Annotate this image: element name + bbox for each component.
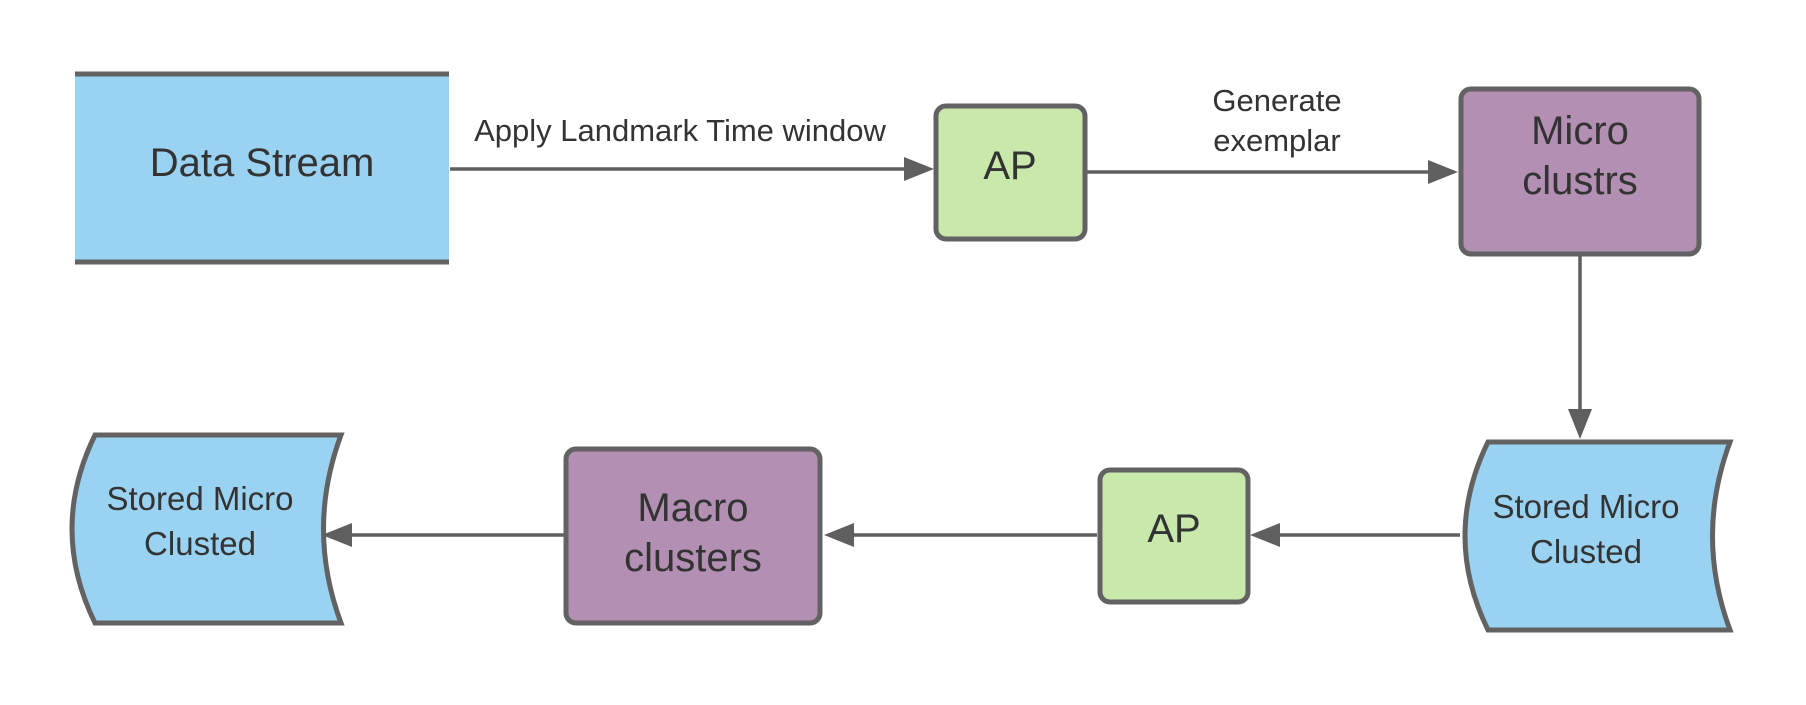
data-stream-label: Data Stream bbox=[150, 141, 375, 185]
ap-top-label: AP bbox=[983, 144, 1036, 188]
arrowhead bbox=[1428, 160, 1458, 184]
arrowhead bbox=[322, 523, 352, 547]
arrowhead bbox=[1568, 409, 1592, 439]
stored-left-label-1: Stored Micro bbox=[106, 480, 293, 517]
micro-clusters-node[interactable]: Micro clustrs bbox=[1458, 86, 1702, 257]
edge-stored-to-ap bbox=[1250, 523, 1460, 547]
edge-ap-to-micro: Generate exemplar bbox=[1087, 83, 1458, 184]
micro-clusters-label-1: Micro bbox=[1531, 109, 1629, 153]
stored-right-shape bbox=[1462, 439, 1734, 633]
macro-clusters-label-1: Macro bbox=[637, 486, 748, 530]
stored-left-label-2: Clusted bbox=[144, 525, 256, 562]
edge-label-exemplar: exemplar bbox=[1213, 123, 1341, 158]
ap-top-node[interactable]: AP bbox=[933, 103, 1088, 242]
data-stream-node[interactable]: Data Stream bbox=[75, 71, 449, 265]
arrowhead bbox=[904, 157, 934, 181]
edge-stream-to-ap: Apply Landmark Time window bbox=[450, 113, 934, 181]
macro-clusters-node[interactable]: Macro clusters bbox=[563, 446, 823, 626]
micro-clusters-box bbox=[1458, 86, 1702, 257]
edge-label-generate: Generate bbox=[1212, 83, 1341, 118]
macro-clusters-box bbox=[563, 446, 823, 626]
edge-micro-to-stored bbox=[1568, 256, 1592, 439]
edge-label-landmark: Apply Landmark Time window bbox=[474, 113, 886, 148]
stored-right-label-2: Clusted bbox=[1530, 533, 1642, 570]
micro-clusters-label-2: clustrs bbox=[1522, 159, 1638, 203]
stored-right-label-1: Stored Micro bbox=[1492, 488, 1679, 525]
edge-ap-to-macro bbox=[824, 523, 1097, 547]
ap-bottom-node[interactable]: AP bbox=[1097, 467, 1251, 605]
data-stream-fill bbox=[75, 75, 449, 261]
ap-top-box bbox=[933, 103, 1088, 242]
stored-left-shape bbox=[69, 432, 345, 626]
stored-micro-left-node[interactable]: Stored Micro Clusted bbox=[69, 432, 345, 626]
ap-bottom-box bbox=[1097, 467, 1251, 605]
macro-clusters-label-2: clusters bbox=[624, 536, 762, 580]
arrowhead bbox=[824, 523, 854, 547]
arrowhead bbox=[1250, 523, 1280, 547]
ap-bottom-label: AP bbox=[1147, 507, 1200, 551]
stored-micro-right-node[interactable]: Stored Micro Clusted bbox=[1462, 439, 1734, 633]
edge-macro-to-stored bbox=[322, 523, 564, 547]
